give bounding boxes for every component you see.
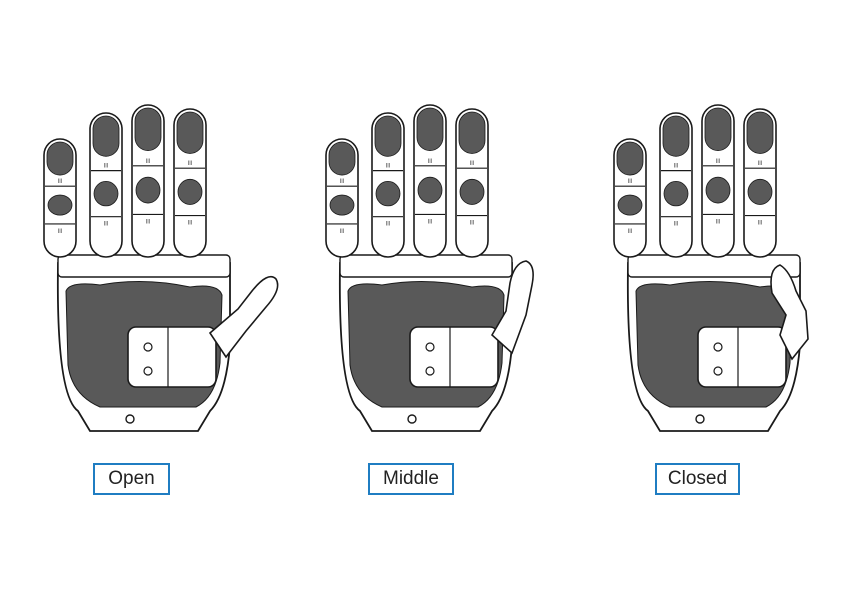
index-finger: ıı ıı [455,108,489,258]
wrist-screw [407,414,417,424]
svg-text:ıı: ıı [58,226,62,235]
svg-text:ıı: ıı [104,161,108,170]
index-finger: ıı ıı [173,108,207,258]
svg-text:ıı: ıı [628,226,632,235]
svg-text:ıı: ıı [716,156,720,165]
svg-text:ıı: ıı [386,161,390,170]
pinky-finger: ıı ıı [613,138,647,258]
wrist-screw [695,414,705,424]
svg-text:ıı: ıı [104,219,108,228]
svg-text:ıı: ıı [58,176,62,185]
knuckle-band [339,254,513,278]
svg-text:ıı: ıı [470,158,474,167]
middle-finger: ıı ıı [701,104,735,258]
svg-text:ıı: ıı [386,219,390,228]
caption-open: Open [93,463,170,495]
caption-middle: Middle [368,463,454,495]
middle-finger: ıı ıı [413,104,447,258]
knuckle-band [57,254,231,278]
svg-text:ıı: ıı [146,216,150,225]
svg-text:ıı: ıı [146,156,150,165]
robot-hand-open-panel: ıı ıı ıı ıı ıı ıı ıı ıı [40,95,280,440]
svg-text:ıı: ıı [188,158,192,167]
pinky-finger: ıı ıı [325,138,359,258]
svg-text:ıı: ıı [716,216,720,225]
svg-text:ıı: ıı [470,218,474,227]
hand-drawing: ıı ıı ıı ıı ıı ıı ıı ıı [613,104,809,432]
svg-text:ıı: ıı [674,161,678,170]
robot-hand-middle-panel: ıı ıı ıı ıı ıı ıı ıı ıı [322,95,562,440]
pinky-finger: ıı ıı [43,138,77,258]
robotic-hand-middle-icon: ıı ıı ıı ıı ıı ıı ıı ıı [325,104,534,432]
thumb [409,260,534,388]
ring-finger: ıı ıı [89,112,123,258]
svg-text:ıı: ıı [674,219,678,228]
middle-finger: ıı ıı [131,104,165,258]
robotic-hand-closed-icon: ıı ıı ıı ıı ıı ıı ıı ıı [613,104,809,432]
hand-drawing: ıı ıı ıı ıı ıı ıı ıı ıı [325,104,534,432]
thumb [697,264,809,388]
robot-hand-closed-panel: ıı ıı ıı ıı ıı ıı ıı ıı [610,95,850,440]
svg-text:ıı: ıı [340,226,344,235]
svg-text:ıı: ıı [340,176,344,185]
svg-text:ıı: ıı [628,176,632,185]
index-finger: ıı ıı [743,108,777,258]
svg-text:ıı: ıı [758,158,762,167]
svg-text:ıı: ıı [428,216,432,225]
svg-text:ıı: ıı [188,218,192,227]
svg-text:ıı: ıı [758,218,762,227]
robotic-hand-open-icon: ıı ıı ıı ıı ıı ıı ıı ıı [43,104,279,432]
wrist-screw [125,414,135,424]
svg-text:ıı: ıı [428,156,432,165]
thumb [127,275,279,388]
caption-closed: Closed [655,463,740,495]
ring-finger: ıı ıı [659,112,693,258]
hand-drawing: ıı ıı ıı ıı ıı ıı ıı ıı [43,104,279,432]
ring-finger: ıı ıı [371,112,405,258]
